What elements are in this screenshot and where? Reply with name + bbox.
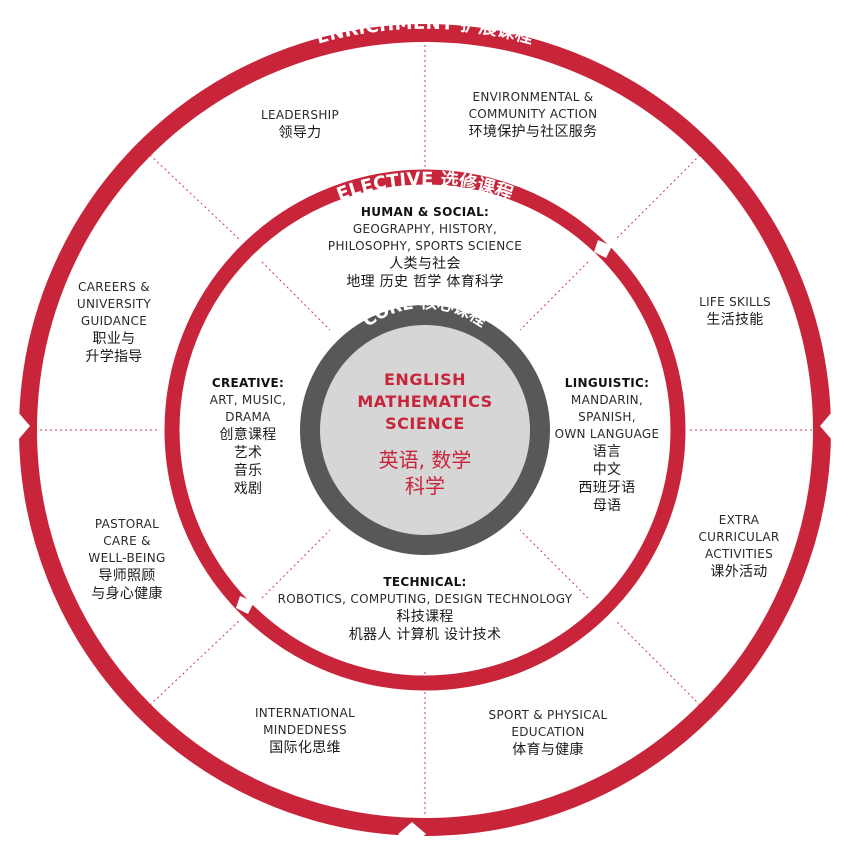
enrichment-ring xyxy=(19,24,831,836)
elective-creative: CREATIVE: ART, MUSIC, DRAMA 创意课程 艺术 音乐 戏… xyxy=(209,376,287,497)
enrichment-international: INTERNATIONAL MINDEDNESS 国际化思维 xyxy=(254,706,356,756)
enrichment-environmental: ENVIRONMENTAL & COMMUNITY ACTION 环境保护与社区… xyxy=(468,90,598,140)
enrichment-ring-notches xyxy=(6,412,844,846)
enrichment-careers: CAREERS & UNIVERSITY GUIDANCE 职业与 升学指导 xyxy=(76,280,152,365)
elective-technical: TECHNICAL: ROBOTICS, COMPUTING, DESIGN T… xyxy=(277,575,573,643)
enrichment-sport: SPORT & PHYSICAL EDUCATION 体育与健康 xyxy=(488,708,608,758)
elective-dividers xyxy=(261,261,589,599)
elective-ring-notches xyxy=(236,240,612,614)
elective-human-social: HUMAN & SOCIAL: GEOGRAPHY, HISTORY, PHIL… xyxy=(327,205,523,290)
core-subjects-zh: 英语, 数学 科学 xyxy=(378,448,472,498)
core-subjects-en: ENGLISH MATHEMATICS SCIENCE xyxy=(357,369,492,435)
enrichment-extra-curricular: EXTRA CURRICULAR ACTIVITIES 课外活动 xyxy=(698,513,780,580)
elective-ring xyxy=(164,169,686,691)
enrichment-dividers xyxy=(40,40,815,815)
elective-title: ELECTIVE 选修课程 xyxy=(334,169,516,206)
enrichment-life-skills: LIFE SKILLS 生活技能 xyxy=(699,295,771,328)
core-subject-science: SCIENCE xyxy=(385,414,465,433)
core-subject-mathematics: MATHEMATICS xyxy=(357,392,493,411)
enrichment-pastoral: PASTORAL CARE & WELL-BEING 导师照顾 与身心健康 xyxy=(88,517,166,602)
core-subject-english: ENGLISH xyxy=(383,370,467,389)
core-ring xyxy=(300,305,550,555)
elective-linguistic: LINGUISTIC: MANDARIN, SPANISH, OWN LANGU… xyxy=(554,376,660,514)
enrichment-leadership: LEADERSHIP 领导力 xyxy=(260,108,340,141)
